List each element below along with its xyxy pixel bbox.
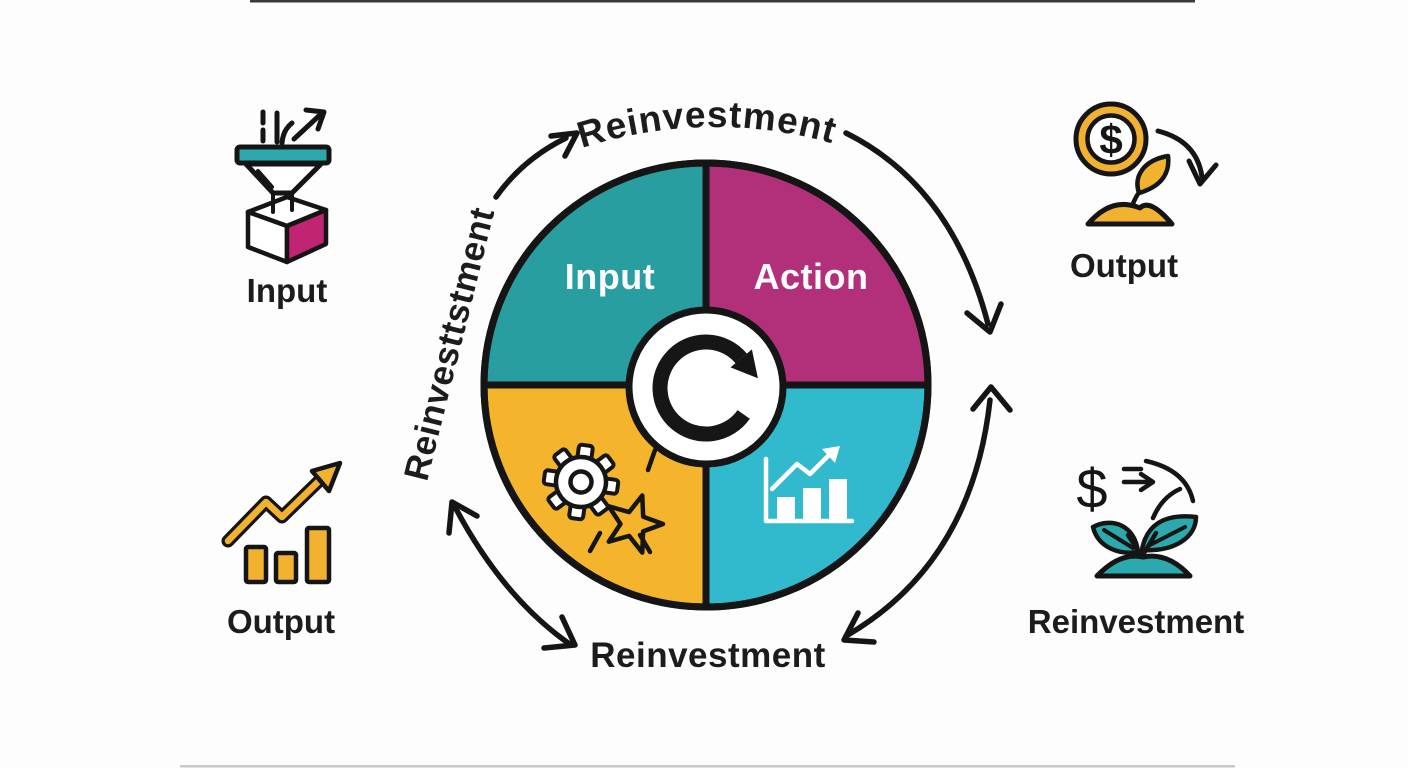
- arrow-top-right: [843, 130, 1004, 335]
- cycle-wheel: Input Action: [480, 159, 932, 611]
- leaf-veins: [1102, 525, 1187, 550]
- cycle-label-bottom: Reinvestment: [590, 636, 826, 675]
- funnel-intake-arrow: [291, 107, 327, 142]
- side-label-output-left: Output: [226, 603, 336, 640]
- cycle-label-top: Reinvestment: [572, 94, 841, 156]
- swoosh-arcs: [1143, 458, 1196, 521]
- coin-drop-arrow: [1155, 128, 1219, 187]
- bar-1: [243, 544, 269, 585]
- bottom-border-line: [180, 765, 1235, 768]
- sparkle-lines: [587, 447, 658, 555]
- dollar-symbol: $: [1076, 457, 1107, 520]
- funnel-rim: [234, 144, 332, 166]
- funnel-box-icon: [234, 107, 332, 265]
- sprout-mound: [1085, 202, 1175, 227]
- coin-inner: [1085, 113, 1137, 165]
- center-hub: [625, 306, 787, 468]
- wheel-outline: [480, 159, 932, 611]
- bar-chart-icon: [763, 446, 855, 524]
- funnel-cone: [243, 161, 324, 196]
- plant-stem: [1125, 530, 1159, 558]
- bar-3: [304, 525, 332, 585]
- side-label-output-right: Output: [1069, 247, 1179, 284]
- growth-chart-icon: [221, 460, 343, 585]
- trend-arrow-fill: [224, 476, 324, 545]
- funnel-intake-dashes: [260, 109, 295, 146]
- side-label-reinvestment-right: Reinvestment: [1027, 603, 1245, 640]
- top-border-line: [250, 0, 1195, 3]
- gear-icon: [541, 442, 621, 522]
- cycle-arrows: [446, 130, 1013, 651]
- quadrant-input-label: Input: [565, 256, 655, 297]
- hub-circle: [625, 306, 787, 468]
- funnel-neck: [271, 191, 294, 214]
- transfer-arrow: [1121, 466, 1156, 493]
- side-label-input: Input: [246, 272, 328, 309]
- trend-arrow-head: [309, 460, 343, 494]
- arrow-top-left: [493, 130, 580, 200]
- quadrant-action-label: Action: [754, 256, 869, 297]
- arrow-bottom-left-double: [446, 499, 578, 651]
- box-side-face: [284, 207, 329, 265]
- arrow-right-double: [841, 384, 1013, 645]
- star-icon: [587, 447, 666, 555]
- plant-mound: [1094, 553, 1193, 579]
- funnel-inner-line: [256, 169, 274, 189]
- dollar-plant-icon: $: [1076, 457, 1199, 579]
- coin-dollar-symbol: $: [1099, 116, 1122, 163]
- cycle-arrow-icon: [652, 334, 758, 442]
- sprout-leaf: [1135, 153, 1171, 196]
- bar-2: [273, 550, 299, 585]
- coin-sprout-icon: $: [1073, 101, 1219, 227]
